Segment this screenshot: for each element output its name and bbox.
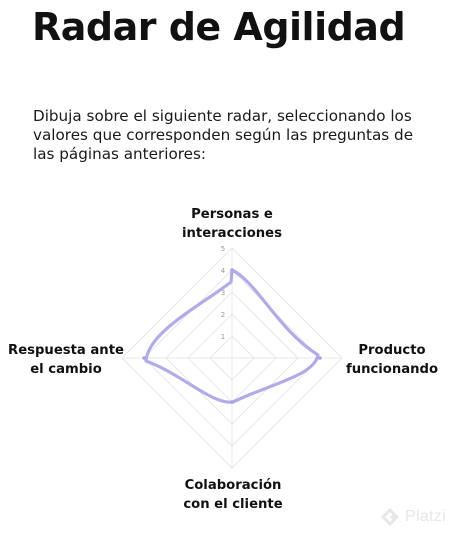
radar-point-3: [142, 356, 146, 360]
axis-label-respuesta: Respuesta ante el cambio: [4, 341, 128, 379]
platzi-watermark-text: Platzi: [405, 508, 446, 525]
axis-label-personas-line1: Personas e: [191, 207, 273, 222]
radar-point-2: [230, 400, 234, 404]
radar-tick-label: 3: [221, 289, 225, 297]
axis-label-personas: Personas e interacciones: [154, 205, 310, 243]
radar-tick-labels: 1 2 3 4 5: [221, 245, 226, 341]
axis-label-respuesta-line2: el cambio: [30, 362, 102, 377]
radar-series: [142, 268, 322, 404]
axis-label-respuesta-line1: Respuesta ante: [8, 343, 124, 358]
radar-tick-label: 4: [221, 267, 226, 275]
axis-label-colaboracion: Colaboración con el cliente: [160, 476, 306, 514]
radar-tick-label: 5: [221, 245, 225, 253]
radar-point-1: [318, 356, 322, 360]
radar-point-0: [230, 268, 234, 272]
axis-label-producto: Producto funcionando: [342, 341, 442, 379]
axis-label-producto-line1: Producto: [358, 343, 426, 358]
axis-label-producto-line2: funcionando: [345, 362, 439, 377]
axis-label-personas-line2: interacciones: [182, 226, 282, 241]
radar-tick-label: 2: [221, 311, 225, 319]
page-title: Radar de Agilidad: [32, 5, 406, 49]
radar-tick-label: 1: [221, 333, 225, 341]
axis-label-colaboracion-line1: Colaboración: [184, 478, 282, 493]
instructions-text: Dibuja sobre el siguiente radar, selecci…: [33, 107, 414, 163]
platzi-logo-icon: [381, 508, 399, 526]
platzi-watermark: Platzi: [380, 507, 446, 527]
axis-label-colaboracion-line2: con el cliente: [183, 497, 283, 512]
